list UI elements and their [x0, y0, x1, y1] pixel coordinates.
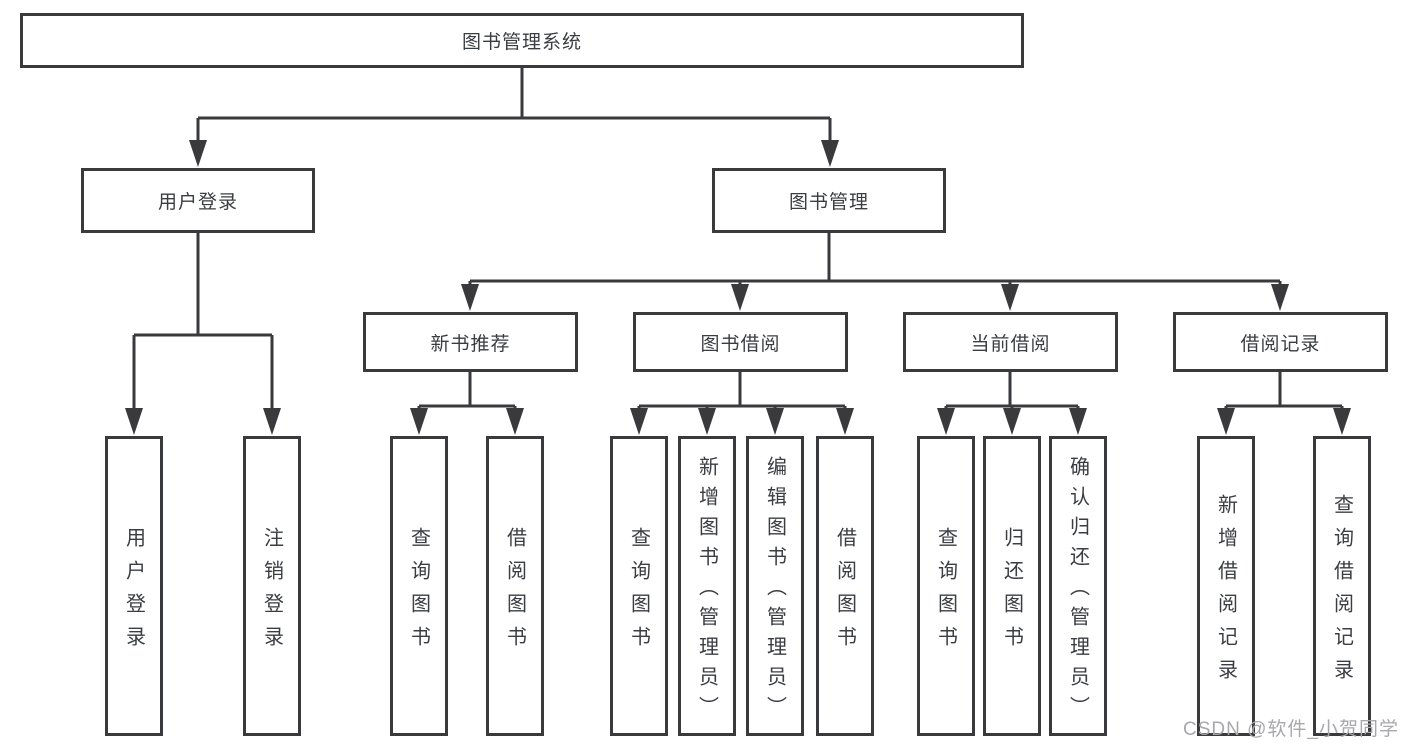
leaf-borrow-books-label: 借阅图书: [833, 526, 856, 659]
leaf-confirm-return-admin: 确认归还（管理员）: [1049, 436, 1107, 736]
leaf-query-borrow-record: 查询借阅记录: [1313, 436, 1371, 736]
node-new-book-recommend-label: 新书推荐: [430, 333, 511, 355]
leaf-borrow-books-recommend-label: 借阅图书: [503, 526, 526, 659]
leaf-logout: 注销登录: [243, 436, 301, 736]
arrowheads: [125, 140, 1351, 435]
node-library-system: 图书管理系统: [20, 13, 1024, 68]
node-book-management-label: 图书管理: [788, 192, 869, 213]
node-book-borrow-label: 图书借阅: [700, 333, 781, 355]
node-borrow-records: 借阅记录: [1173, 312, 1388, 372]
leaf-borrow-books-recommend: 借阅图书: [486, 436, 544, 736]
leaf-add-book-admin-label: 新增图书（管理员）: [695, 456, 718, 726]
node-user-login: 用户登录: [81, 168, 315, 233]
csdn-watermark: CSDN @软件_小贺同学: [1183, 719, 1399, 740]
node-borrow-records-label: 借阅记录: [1240, 333, 1321, 355]
leaf-query-books-recommend-label: 查询图书: [407, 526, 430, 659]
leaf-borrow-books: 借阅图书: [816, 436, 874, 736]
leaf-edit-book-admin-label: 编辑图书（管理员）: [763, 456, 786, 726]
node-user-login-label: 用户登录: [157, 192, 238, 213]
leaf-return-book: 归还图书: [983, 436, 1041, 736]
leaf-add-borrow-record: 新增借阅记录: [1197, 436, 1255, 736]
node-new-book-recommend: 新书推荐: [363, 312, 578, 372]
node-book-management: 图书管理: [712, 168, 946, 233]
leaf-user-login-label: 用户登录: [122, 526, 145, 659]
node-book-borrow: 图书借阅: [633, 312, 848, 372]
leaf-query-books-borrow: 查询图书: [610, 436, 668, 736]
leaf-logout-label: 注销登录: [260, 526, 283, 659]
node-current-borrow-label: 当前借阅: [970, 333, 1051, 355]
leaf-return-book-label: 归还图书: [1000, 526, 1023, 659]
leaf-edit-book-admin: 编辑图书（管理员）: [746, 436, 804, 736]
leaf-add-borrow-record-label: 新增借阅记录: [1214, 493, 1237, 692]
leaf-query-borrow-record-label: 查询借阅记录: [1330, 493, 1353, 692]
leaf-query-books-borrow-label: 查询图书: [627, 526, 650, 659]
leaf-confirm-return-admin-label: 确认归还（管理员）: [1066, 456, 1089, 726]
leaf-query-books-recommend: 查询图书: [390, 436, 448, 736]
node-library-system-label: 图书管理系统: [461, 32, 582, 53]
leaf-query-books-current-label: 查询图书: [934, 526, 957, 659]
leaf-user-login: 用户登录: [105, 436, 163, 736]
leaf-add-book-admin: 新增图书（管理员）: [678, 436, 736, 736]
node-current-borrow: 当前借阅: [903, 312, 1118, 372]
leaf-query-books-current: 查询图书: [917, 436, 975, 736]
